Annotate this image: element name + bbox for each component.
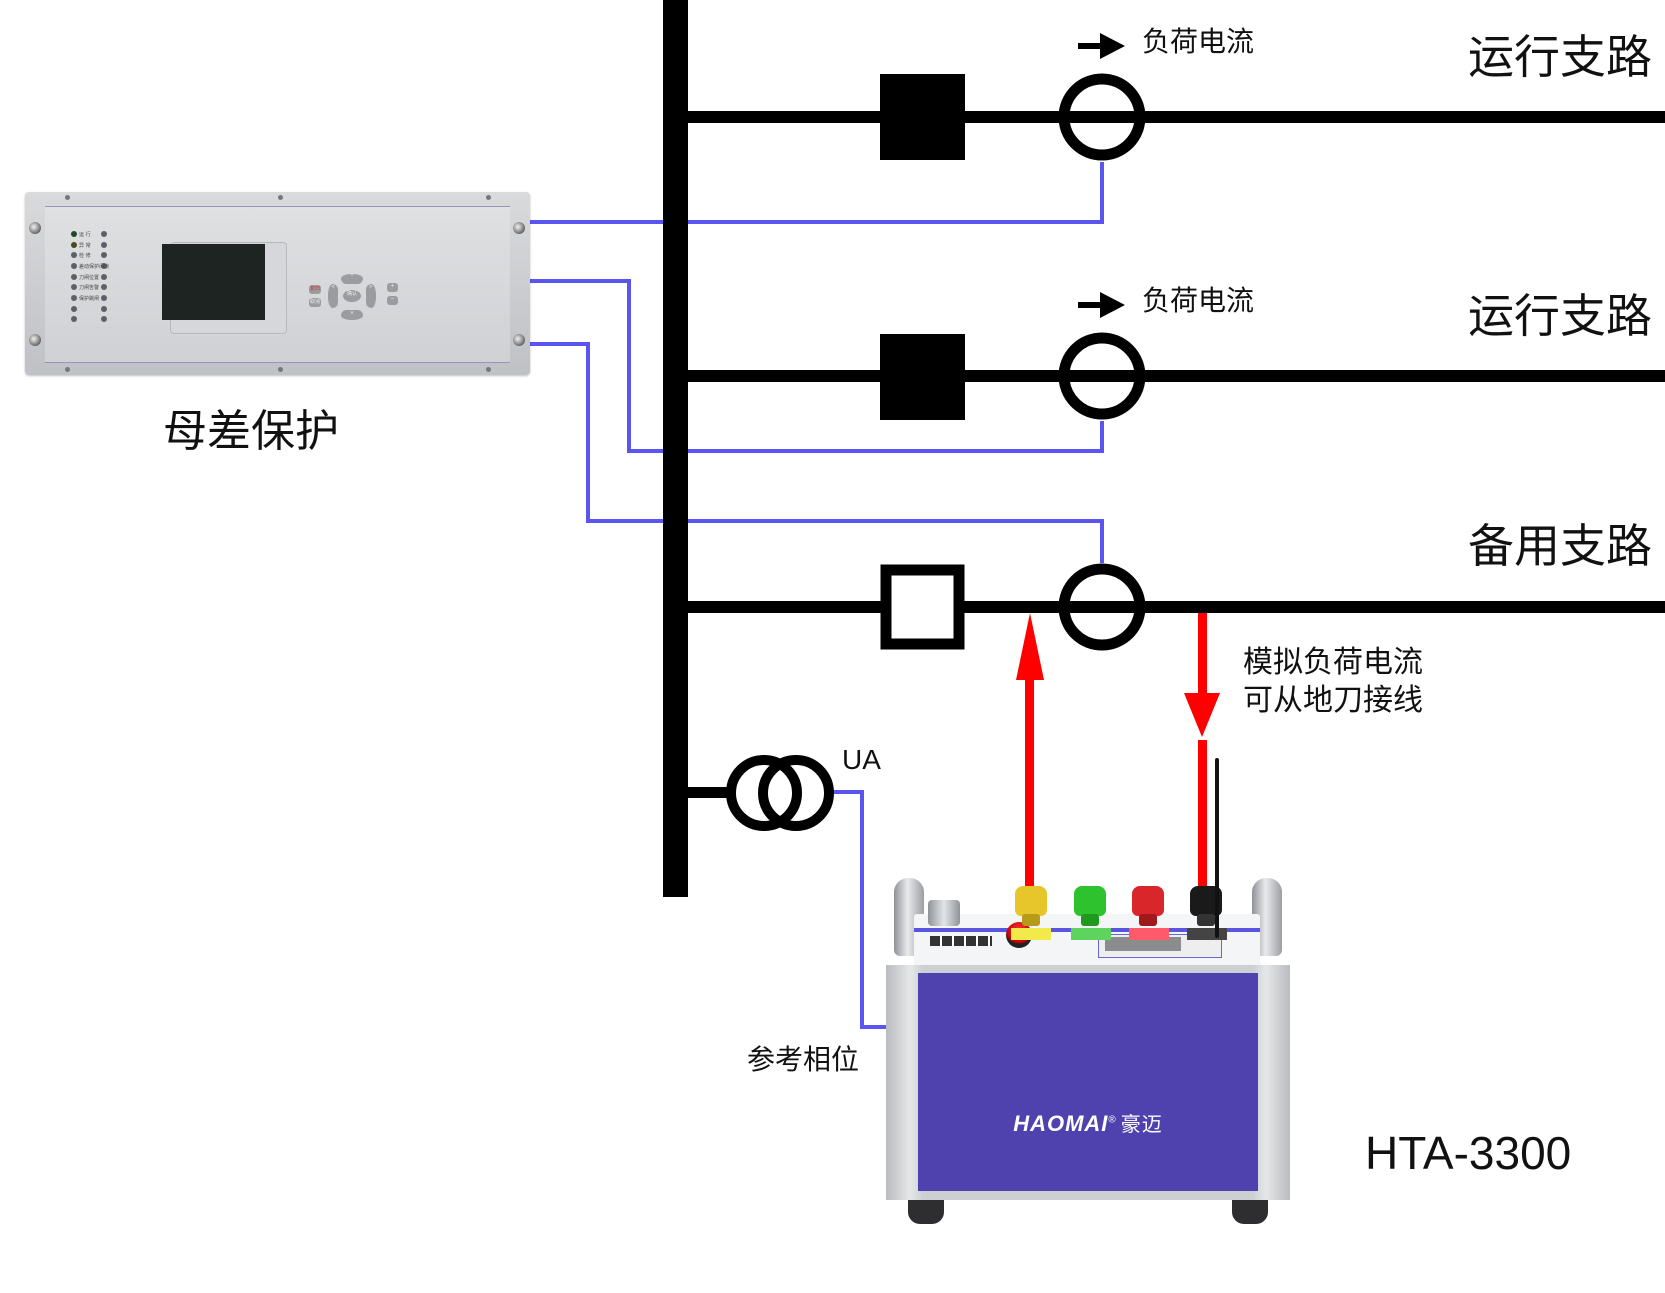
- foot-left: [908, 1200, 944, 1224]
- injection-note-line1: 模拟负荷电流: [1243, 645, 1423, 680]
- right-key[interactable]: >: [366, 284, 376, 308]
- arrow-up-icon: [1016, 613, 1044, 680]
- terminal-pad-green: [1071, 928, 1111, 940]
- branch-line: [688, 370, 1665, 382]
- breaker-closed: [880, 74, 965, 160]
- down-key[interactable]: v: [341, 310, 363, 320]
- branch-label-2: 运行支路: [1468, 289, 1652, 343]
- load-current-label-1: 负荷电流: [1142, 25, 1255, 58]
- led-label: 保护跳闸: [79, 296, 100, 302]
- brand-name-cn: 豪迈: [1120, 1114, 1163, 1136]
- reference-phase-label: 参考相位: [747, 1043, 860, 1076]
- pt-reference-wire: [828, 790, 888, 1029]
- breaker-open: [880, 564, 965, 650]
- terminal-knob-green[interactable]: [1074, 886, 1106, 916]
- arrow-right-icon: [1078, 33, 1125, 59]
- aviation-connector: [928, 900, 960, 926]
- ct-wire-branch-2: [530, 279, 1104, 453]
- tester-brand-logo: HAOMAI®豪迈: [918, 1108, 1258, 1137]
- current-transformer-icon: [1058, 73, 1146, 161]
- branch-line: [688, 111, 1665, 123]
- reset-key[interactable]: 复归: [309, 285, 321, 294]
- ct-wire-branch-3: [530, 342, 1104, 563]
- left-key[interactable]: <: [328, 284, 338, 308]
- injection-note-line2: 可从地刀接线: [1243, 683, 1423, 718]
- hta-3300-tester: HAOMAI®豪迈: [886, 758, 1290, 1228]
- screw-icon: [513, 334, 525, 346]
- relay-label: 母差保护: [163, 406, 339, 457]
- led-label: 检 修: [79, 253, 91, 259]
- pt-label: UA: [842, 744, 881, 775]
- led-label: 刀闸告警: [79, 285, 100, 291]
- busbar-protection-relay: 运 行 异 常 检 修 差动保护闭锁 刀闸位置 刀闸告警 保护跳闸 复归 取消 …: [25, 192, 530, 375]
- plus-key[interactable]: +: [387, 283, 398, 292]
- led-label: 异 常: [79, 243, 91, 249]
- minus-key[interactable]: −: [387, 296, 398, 305]
- screw-icon: [513, 222, 525, 234]
- branch-2: [688, 292, 1665, 420]
- injection-wire-out: [1184, 613, 1220, 892]
- screw-icon: [29, 334, 41, 346]
- foot-right: [1232, 1200, 1268, 1224]
- busbar: [663, 0, 688, 897]
- tester-model-label: HTA-3300: [1365, 1127, 1572, 1179]
- led-label: 差动保护闭锁: [79, 264, 110, 270]
- terminal-knob-yellow[interactable]: [1015, 886, 1047, 916]
- current-transformer-icon: [1058, 563, 1146, 651]
- up-key[interactable]: ^: [341, 274, 363, 284]
- branch-label-1: 运行支路: [1468, 30, 1652, 84]
- ct-wire-branch-1: [530, 162, 1104, 224]
- screw-icon: [29, 222, 41, 234]
- terminal-pad-red: [1129, 928, 1169, 940]
- led-label: 运 行: [79, 232, 91, 238]
- relay-lcd-screen: [162, 244, 265, 320]
- tester-front-panel: HAOMAI®豪迈: [918, 973, 1258, 1191]
- branch-label-3: 备用支路: [1468, 519, 1652, 573]
- branch-1: [688, 33, 1665, 161]
- terminal-pad-yellow: [1011, 928, 1051, 940]
- cancel-key[interactable]: 取消: [309, 298, 321, 307]
- antenna-icon: [1215, 758, 1219, 938]
- voltage-transformer-icon: [688, 755, 834, 831]
- led-label: 刀闸位置: [79, 275, 100, 281]
- terminal-knob-red[interactable]: [1132, 886, 1164, 916]
- brand-name: HAOMAI: [1013, 1111, 1109, 1136]
- branch-line: [688, 601, 1665, 613]
- confirm-key[interactable]: 确认: [343, 290, 361, 302]
- injection-wire-in: [1016, 613, 1044, 892]
- load-current-label-2: 负荷电流: [1142, 284, 1255, 317]
- terminal-pad-black: [1187, 928, 1227, 940]
- registered-mark: ®: [1108, 1114, 1117, 1126]
- breaker-closed: [880, 334, 965, 420]
- arrow-down-icon: [1184, 693, 1220, 737]
- keypad[interactable]: [930, 936, 992, 946]
- arrow-right-icon: [1078, 292, 1125, 318]
- branch-3: [688, 563, 1665, 651]
- current-transformer-icon: [1058, 332, 1146, 420]
